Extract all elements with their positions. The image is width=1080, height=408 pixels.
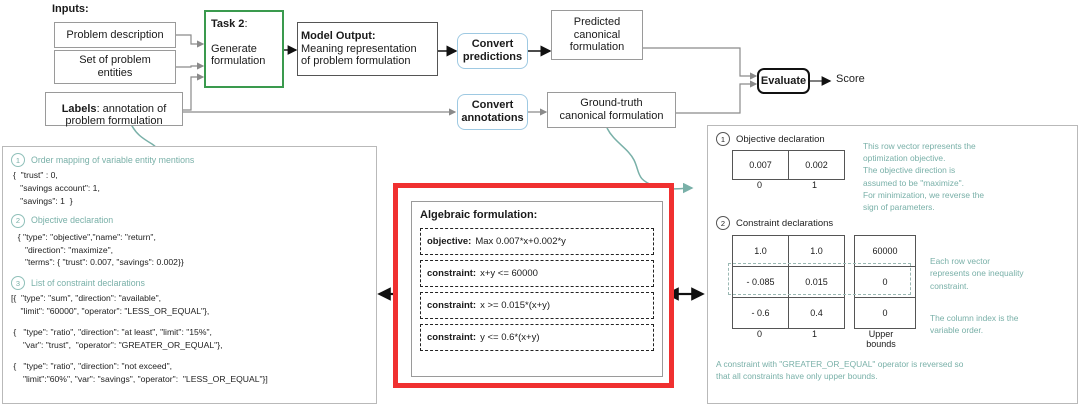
objective-vector-region: 0.007 0.002 0 1 This row vector represen… bbox=[716, 141, 1069, 213]
score-label: Score bbox=[836, 73, 865, 85]
task2-bold-text: Task 2 bbox=[211, 18, 245, 30]
row-label-objective: objective: bbox=[427, 236, 472, 247]
formulation-row-constraint-3: constraint: y <= 0.6*(x+y) bbox=[420, 324, 654, 351]
convert-annotations-box: Convert annotations bbox=[457, 94, 528, 130]
matrix-note-columns: The column index is the variable order. bbox=[930, 312, 1019, 335]
matrix-cell-1-0: - 0.085 bbox=[732, 267, 789, 299]
task2-sub-text: Generate formulation bbox=[211, 42, 266, 68]
right-section-number-2: 2 bbox=[716, 216, 730, 231]
formulation-row-constraint-1: constraint: x+y <= 60000 bbox=[420, 260, 654, 287]
row-expr-objective: Max 0.007*x+0.002*y bbox=[475, 236, 566, 247]
labels-box: Labels: annotation of problem formulatio… bbox=[45, 92, 183, 128]
objective-index-row: 0 1 bbox=[732, 180, 845, 190]
row-label-constraint-1: constraint: bbox=[427, 268, 477, 279]
groundtruth-canonical-text: Ground-truth canonical formulation bbox=[559, 97, 664, 122]
objective-note: This row vector represents the optimizat… bbox=[863, 141, 985, 212]
formulation-row-constraint-2: constraint: x >= 0.015*(x+y) bbox=[420, 292, 654, 319]
matrix-note-footer: A constraint with "GREATER_OR_EQUAL" ope… bbox=[716, 358, 964, 381]
matrix-cell-0-0: 1.0 bbox=[732, 235, 789, 268]
matrix-cell-2-1: 0.4 bbox=[789, 298, 845, 330]
section-3-body-b: { "type": "ratio", "direction": "at leas… bbox=[13, 327, 223, 351]
predicted-canonical-box: Predicted canonical formulation bbox=[551, 10, 643, 60]
objective-index-0: 0 bbox=[756, 180, 762, 190]
problem-entities-text: Set of problem entities bbox=[79, 54, 151, 79]
right-matrix-panel: 1 Objective declaration 0.007 0.002 0 1 … bbox=[707, 125, 1078, 404]
section-number-2: 2 bbox=[11, 213, 25, 228]
constraint-matrix-region: 1.0 1.0 60000 - 0.085 0.015 0 - 0.6 0.4 … bbox=[716, 235, 1069, 350]
matrix-row-2: - 0.6 0.4 0 bbox=[732, 298, 916, 330]
row-label-constraint-3: constraint: bbox=[427, 332, 477, 343]
matrix-row-highlight bbox=[728, 263, 911, 296]
section-3-body-c: { "type": "ratio", "direction": "not exc… bbox=[13, 360, 268, 384]
section-3-title: List of constraint declarations bbox=[31, 277, 145, 288]
section-3-body-a: [{ "type": "sum", "direction": "availabl… bbox=[11, 293, 210, 317]
section-number-3: 3 bbox=[11, 276, 25, 291]
inputs-label: Inputs: bbox=[52, 3, 89, 15]
right-section-2-header: 2 Constraint declarations bbox=[716, 216, 1069, 231]
matrix-index-0: 0 bbox=[756, 329, 762, 340]
algebraic-formulation-panel: Algebraic formulation: objective: Max 0.… bbox=[411, 201, 663, 377]
convert-predictions-box: Convert predictions bbox=[457, 33, 528, 69]
matrix-cell-0-2: 60000 bbox=[854, 235, 916, 268]
right-section-number-1: 1 bbox=[716, 132, 730, 146]
left-section-3-header: 3 List of constraint declarations bbox=[11, 276, 368, 291]
right-section-1-header: 1 Objective declaration bbox=[716, 132, 1069, 146]
model-output-title: Model Output: bbox=[301, 30, 376, 43]
row-expr-constraint-3: y <= 0.6*(x+y) bbox=[480, 332, 540, 343]
row-label-constraint-2: constraint: bbox=[427, 300, 477, 311]
row-expr-constraint-1: x+y <= 60000 bbox=[480, 268, 538, 279]
formulation-row-objective: objective: Max 0.007*x+0.002*y bbox=[420, 228, 654, 255]
right-section-2-title: Constraint declarations bbox=[736, 217, 834, 229]
objective-index-1: 1 bbox=[811, 180, 817, 190]
upper-bounds-label: Upper bounds bbox=[866, 329, 896, 350]
convert-predictions-text: Convert predictions bbox=[462, 38, 523, 63]
matrix-cell-2-2: 0 bbox=[854, 298, 916, 330]
matrix-index-1: 1 bbox=[811, 329, 817, 340]
labels-bold-text: Labels bbox=[61, 102, 97, 115]
task2-box: Task 2: Generate formulation bbox=[204, 10, 284, 88]
objective-cell-1: 0.002 bbox=[789, 150, 845, 180]
task2-colon: : bbox=[244, 18, 248, 30]
section-2-title: Objective declaration bbox=[31, 215, 114, 226]
model-output-box: Model Output: Meaning representation of … bbox=[297, 22, 438, 76]
section-2-body: { "type": "objective","name": "return", … bbox=[17, 231, 184, 268]
model-output-body: Meaning representation of problem formul… bbox=[301, 42, 417, 68]
labels-rest-text: : annotation of problem formulation bbox=[65, 102, 167, 128]
algebraic-formulation-title: Algebraic formulation: bbox=[420, 209, 538, 221]
right-section-1-title: Objective declaration bbox=[736, 133, 825, 145]
matrix-row-1: - 0.085 0.015 0 bbox=[732, 267, 916, 299]
row-expr-constraint-2: x >= 0.015*(x+y) bbox=[480, 300, 551, 311]
problem-description-box: Problem description bbox=[54, 22, 176, 48]
evaluate-text: Evaluate bbox=[760, 75, 807, 87]
matrix-note-rows: Each row vector represents one inequalit… bbox=[930, 256, 1024, 291]
left-section-2-header: 2 Objective declaration bbox=[11, 213, 368, 228]
algebraic-formulation-redbox: Algebraic formulation: objective: Max 0.… bbox=[393, 183, 674, 388]
matrix-index-row: 0 1 Upper bounds bbox=[732, 329, 916, 350]
section-1-title: Order mapping of variable entity mention… bbox=[31, 154, 195, 165]
matrix-cell-0-1: 1.0 bbox=[789, 235, 845, 268]
convert-annotations-text: Convert annotations bbox=[461, 99, 524, 124]
objective-cell-0: 0.007 bbox=[732, 150, 789, 180]
groundtruth-canonical-box: Ground-truth canonical formulation bbox=[547, 92, 676, 128]
matrix-cell-2-0: - 0.6 bbox=[732, 298, 789, 330]
problem-entities-box: Set of problem entities bbox=[54, 50, 176, 84]
predicted-canonical-text: Predicted canonical formulation bbox=[569, 16, 625, 54]
problem-description-text: Problem description bbox=[66, 28, 164, 41]
left-section-1-header: 1 Order mapping of variable entity menti… bbox=[11, 153, 368, 167]
section-number-1: 1 bbox=[11, 153, 25, 167]
section-1-body: { "trust" : 0, "savings account": 1, "sa… bbox=[13, 170, 100, 206]
matrix-row-0: 1.0 1.0 60000 bbox=[732, 235, 916, 268]
evaluate-box: Evaluate bbox=[757, 68, 810, 94]
left-json-panel: 1 Order mapping of variable entity menti… bbox=[2, 146, 377, 404]
objective-vector: 0.007 0.002 bbox=[732, 150, 845, 180]
matrix-cell-1-2: 0 bbox=[854, 267, 916, 299]
matrix-cell-1-1: 0.015 bbox=[789, 267, 845, 299]
